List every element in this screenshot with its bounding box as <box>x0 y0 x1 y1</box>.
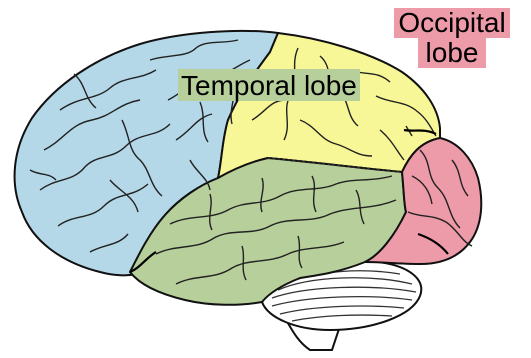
temporal-lobe-label: Temporal lobe <box>178 69 360 101</box>
occipital-label-line2: lobe <box>418 38 486 68</box>
occipital-label-line1: Occipital <box>394 8 510 38</box>
occipital-lobe-label: Occipital lobe <box>394 8 510 68</box>
